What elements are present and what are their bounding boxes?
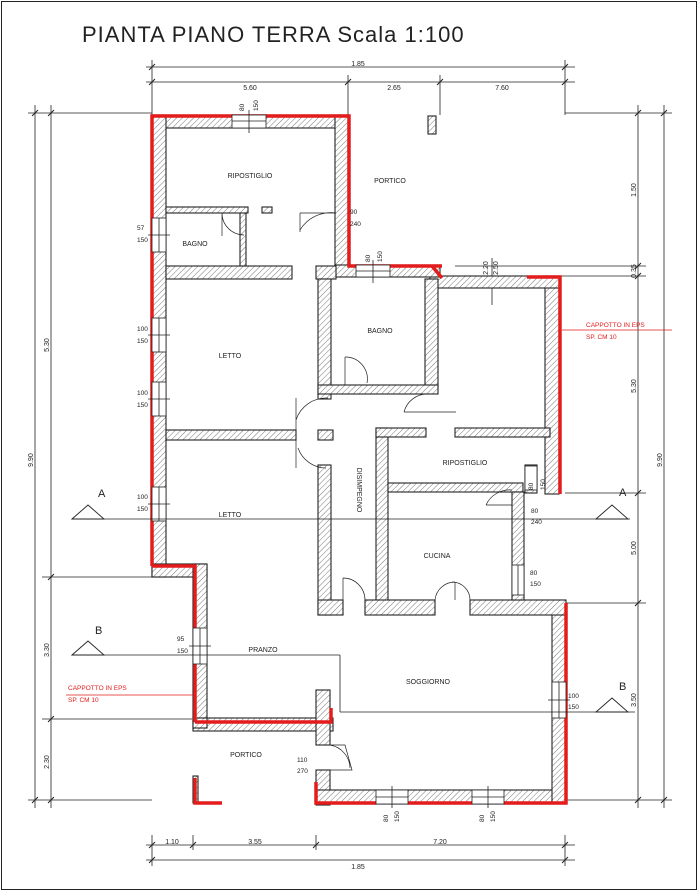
dim-right-seg5: 3.50 (631, 693, 638, 707)
walls (151, 114, 567, 806)
w-letto2-a: 100 (137, 494, 148, 501)
dim-left-seg2: 3.30 (44, 643, 51, 657)
dim-left-total: 9.90 (28, 453, 35, 467)
section-lines: A A B B (70, 487, 635, 713)
w-ripost-right-b: 150 (540, 479, 547, 490)
insulation-outline (150, 114, 568, 805)
room-portico-top: PORTICO (374, 178, 406, 185)
drawing-title: PIANTA PIANO TERRA Scala 1:100 (82, 22, 465, 47)
w-bagno-left-a: 57 (137, 225, 145, 232)
room-labels: RIPOSTIGLIO PORTICO BAGNO BAGNO LETTO LE… (182, 173, 488, 759)
section-b-left-marker (70, 640, 106, 656)
section-b-left-label: B (95, 625, 102, 637)
room-letto-upper: LETTO (219, 353, 242, 360)
dim-bottom-seg2: 3.55 (248, 839, 262, 846)
note-cappotto-left-1: CAPPOTTO IN EPS (68, 685, 127, 692)
note-cappotto-right-1: CAPPOTTO IN EPS (586, 322, 645, 329)
w-bottom2-a: 80 (479, 814, 486, 822)
door-portico-a: 90 (350, 209, 358, 216)
w-pranzo-a: 95 (177, 636, 185, 643)
section-b-right-label: B (619, 681, 626, 693)
dimension-labels: 1.85 5.60 2.65 7.60 1.10 3.55 7.20 1.85 … (28, 61, 664, 871)
w-top-ripost-b: 150 (253, 100, 260, 111)
w-letto1b-a: 100 (137, 390, 148, 397)
room-letto-lower: LETTO (219, 512, 242, 519)
dim-bottom-seg3: 7.20 (433, 839, 447, 846)
w-soggiorno-a: 100 (568, 693, 579, 700)
door-portico-b: 240 (350, 221, 361, 228)
dim-top-total: 1.85 (351, 61, 365, 68)
room-ripostiglio-top: RIPOSTIGLIO (228, 173, 273, 180)
dim-right-seg1: 1.50 (631, 183, 638, 197)
dim-top-seg2: 2.65 (387, 85, 401, 92)
note-cappotto-right-2: SP. CM 10 (586, 334, 617, 341)
dim-right-seg2: 0.35 (631, 264, 638, 278)
dim-top-seg1: 5.60 (243, 85, 257, 92)
w-bottom1-a: 80 (383, 814, 390, 822)
section-a-left-label: A (98, 488, 106, 500)
dim-bottom-seg1: 1.10 (165, 839, 179, 846)
dimension-lines (28, 60, 672, 866)
door-portico-bottom-a: 110 (297, 757, 308, 764)
insulation-notes: CAPPOTTO IN EPS SP. CM 10 CAPPOTTO IN EP… (66, 322, 672, 704)
w-bagno-left-b: 150 (137, 237, 148, 244)
dim-right-seg3: 5.30 (631, 379, 638, 393)
room-disimpegno: DISIMPEGNO (355, 468, 362, 513)
section-b-right-marker (594, 697, 630, 713)
w-letto1b-b: 150 (137, 402, 148, 409)
room-portico-bottom: PORTICO (230, 752, 262, 759)
dim-bottom-total: 1.85 (351, 864, 365, 871)
note-cappotto-left-2: SP. CM 10 (68, 697, 99, 704)
section-a-right-marker (594, 504, 630, 520)
room-pranzo: PRANZO (248, 647, 278, 654)
dim-left-seg1: 5.30 (44, 338, 51, 352)
section-a-right-label: A (619, 487, 627, 499)
w-bagno-center-b: 150 (377, 251, 384, 262)
room-soggiorno: SOGGIORNO (406, 679, 451, 686)
room-ripostiglio-right: RIPOSTIGLIO (443, 460, 488, 467)
w-ripost-right-a: 80 (528, 482, 535, 490)
w-letto1a-a: 100 (137, 326, 148, 333)
w-cucina-b: 150 (530, 581, 541, 588)
room-cucina: CUCINA (424, 553, 451, 560)
windows (148, 110, 570, 808)
dim-inner-250: 2.50 (493, 261, 500, 275)
w-soggiorno-b: 150 (568, 704, 579, 711)
w-bottom2-b: 150 (490, 811, 497, 822)
w-top-ripost-a: 80 (239, 103, 246, 111)
opening-labels: 80 150 90 240 57 150 80 150 100 150 100 … (137, 100, 579, 822)
door-cucina-a: 80 (531, 508, 539, 515)
room-bagno-center: BAGNO (367, 328, 393, 335)
w-bottom1-b: 150 (394, 811, 401, 822)
door-cucina-b: 240 (531, 519, 542, 526)
dim-left-seg3: 2.30 (44, 755, 51, 769)
dim-inner-220: 2.20 (483, 261, 490, 275)
w-cucina-a: 80 (530, 570, 538, 577)
w-bagno-center-a: 80 (365, 254, 372, 262)
w-letto2-b: 150 (137, 506, 148, 513)
dim-right-total: 9.90 (657, 453, 664, 467)
dim-top-seg3: 7.60 (495, 85, 509, 92)
door-portico-bottom-b: 270 (297, 768, 308, 775)
w-pranzo-b: 150 (177, 648, 188, 655)
dim-right-seg4: 5.00 (631, 541, 638, 555)
room-bagno-left: BAGNO (182, 241, 208, 248)
w-letto1a-b: 150 (137, 338, 148, 345)
section-a-left-marker (70, 504, 106, 520)
doors (221, 212, 513, 771)
